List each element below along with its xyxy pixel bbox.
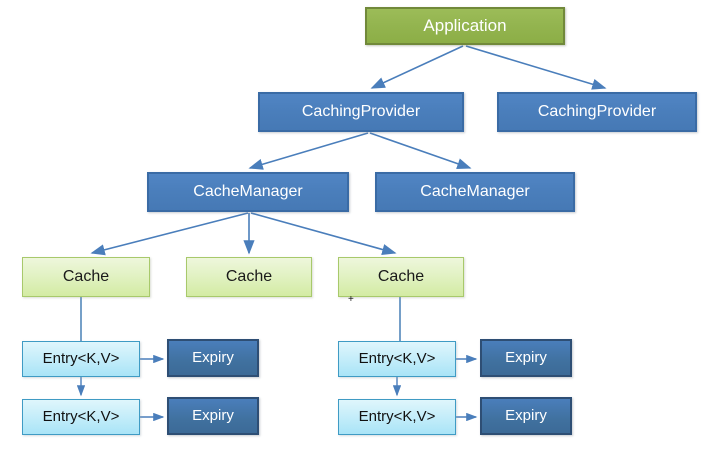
edge-provider-1-to-manager-1 <box>248 132 369 170</box>
node-entry-1[interactable]: Entry<K,V> <box>22 341 140 377</box>
node-caching-provider-1-label: CachingProvider <box>301 102 421 120</box>
node-entry-3-label: Entry<K,V> <box>358 350 436 368</box>
node-application-label: Application <box>423 16 507 36</box>
node-cache-1-label: Cache <box>62 267 110 285</box>
node-caching-provider-1[interactable]: CachingProvider <box>258 92 464 132</box>
edge-manager-1-to-cache-3 <box>250 212 397 255</box>
node-application[interactable]: Application <box>365 7 565 45</box>
node-caching-provider-2[interactable]: CachingProvider <box>497 92 697 132</box>
node-entry-4-label: Entry<K,V> <box>358 408 436 426</box>
node-expiry-1[interactable]: Expiry <box>167 339 259 377</box>
node-cache-2-label: Cache <box>225 267 273 285</box>
node-caching-provider-2-label: CachingProvider <box>537 102 657 120</box>
node-cache-3-label: Cache <box>377 267 425 285</box>
node-cache-3[interactable]: Cache <box>338 257 464 297</box>
node-expiry-4[interactable]: Expiry <box>480 397 572 435</box>
node-entry-3[interactable]: Entry<K,V> <box>338 341 456 377</box>
node-expiry-2[interactable]: Expiry <box>167 397 259 435</box>
node-expiry-2-label: Expiry <box>192 407 234 425</box>
node-cache-2[interactable]: Cache <box>186 257 312 297</box>
node-entry-2[interactable]: Entry<K,V> <box>22 399 140 435</box>
edge-manager-1-to-cache-1 <box>90 212 249 256</box>
node-expiry-3-label: Expiry <box>505 349 547 367</box>
node-cache-1[interactable]: Cache <box>22 257 150 297</box>
node-cache-manager-1-label: CacheManager <box>193 182 303 200</box>
node-entry-2-label: Entry<K,V> <box>42 408 120 426</box>
node-cache-manager-2-label: CacheManager <box>420 182 530 200</box>
node-entry-4[interactable]: Entry<K,V> <box>338 399 456 435</box>
edge-application-to-provider-1 <box>370 45 464 89</box>
node-expiry-1-label: Expiry <box>192 349 234 367</box>
node-cache-manager-1[interactable]: CacheManager <box>147 172 349 212</box>
node-expiry-3[interactable]: Expiry <box>480 339 572 377</box>
node-expiry-4-label: Expiry <box>505 407 547 425</box>
node-cache-manager-2[interactable]: CacheManager <box>375 172 575 212</box>
edge-provider-1-to-manager-2 <box>369 132 472 170</box>
node-entry-1-label: Entry<K,V> <box>42 350 120 368</box>
edge-application-to-provider-2 <box>465 45 607 90</box>
plus-mark-annotation: + <box>348 294 354 305</box>
